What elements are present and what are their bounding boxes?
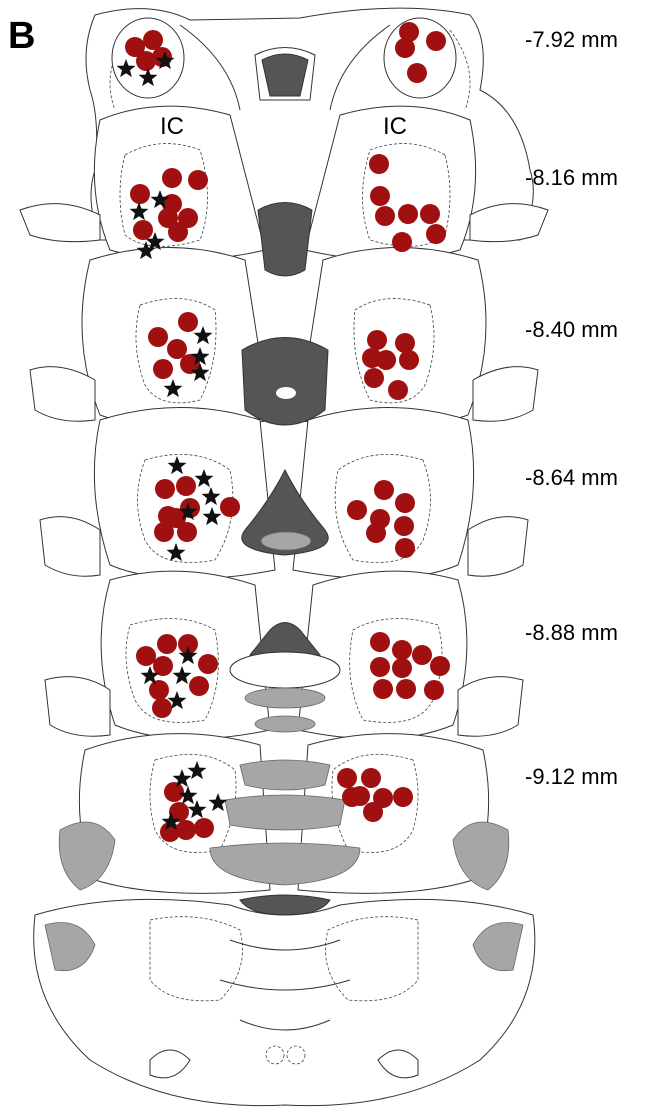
circle-marker [394, 516, 414, 536]
circle-marker [162, 168, 182, 188]
circle-marker [188, 170, 208, 190]
circle-marker [392, 232, 412, 252]
circle-marker [143, 30, 163, 50]
right-ic-label: IC [383, 113, 407, 140]
circle-marker [370, 657, 390, 677]
circle-marker [149, 680, 169, 700]
circle-marker [168, 222, 188, 242]
circle-marker [136, 51, 156, 71]
circle-marker [392, 640, 412, 660]
circle-marker [153, 359, 173, 379]
circle-marker [194, 818, 214, 838]
circle-marker [155, 479, 175, 499]
depth-label: -9.12 mm [525, 764, 618, 789]
depth-label: -7.92 mm [525, 27, 618, 52]
circle-marker [337, 768, 357, 788]
circle-marker [148, 327, 168, 347]
circle-marker [189, 676, 209, 696]
brain-outline-drawing [20, 8, 548, 1105]
circle-marker [395, 333, 415, 353]
circle-marker [399, 350, 419, 370]
panel-label: B [8, 15, 35, 57]
circle-marker [420, 204, 440, 224]
circle-marker [374, 480, 394, 500]
depth-label: -8.64 mm [525, 465, 618, 490]
circle-marker [176, 476, 196, 496]
circle-marker [424, 680, 444, 700]
circle-marker [395, 38, 415, 58]
left-ic-label: IC [160, 113, 184, 140]
circle-marker [395, 493, 415, 513]
circle-marker [426, 224, 446, 244]
circle-marker [426, 31, 446, 51]
circle-marker [367, 330, 387, 350]
depth-label: -8.40 mm [525, 317, 618, 342]
circle-marker [395, 538, 415, 558]
circle-marker [407, 63, 427, 83]
circle-marker [376, 350, 396, 370]
circle-marker [133, 220, 153, 240]
circle-marker [375, 206, 395, 226]
depth-label: -8.16 mm [525, 165, 618, 190]
circle-marker [136, 646, 156, 666]
circle-marker [198, 654, 218, 674]
circle-marker [347, 500, 367, 520]
circle-marker [152, 698, 172, 718]
circle-marker [373, 679, 393, 699]
depth-label: -8.88 mm [525, 620, 618, 645]
circle-marker [388, 380, 408, 400]
circle-marker [430, 656, 450, 676]
circle-marker [364, 368, 384, 388]
circle-marker [363, 802, 383, 822]
circle-marker [393, 787, 413, 807]
circle-marker [157, 634, 177, 654]
circle-marker [369, 154, 389, 174]
circle-marker [366, 523, 386, 543]
circle-marker [130, 184, 150, 204]
circle-marker [220, 497, 240, 517]
circle-marker [396, 679, 416, 699]
circle-marker [370, 186, 390, 206]
circle-marker [398, 204, 418, 224]
circle-marker [370, 632, 390, 652]
circle-marker [361, 768, 381, 788]
circle-marker [178, 312, 198, 332]
circle-marker [412, 645, 432, 665]
circle-marker [342, 787, 362, 807]
circle-marker [392, 658, 412, 678]
circle-marker [164, 782, 184, 802]
